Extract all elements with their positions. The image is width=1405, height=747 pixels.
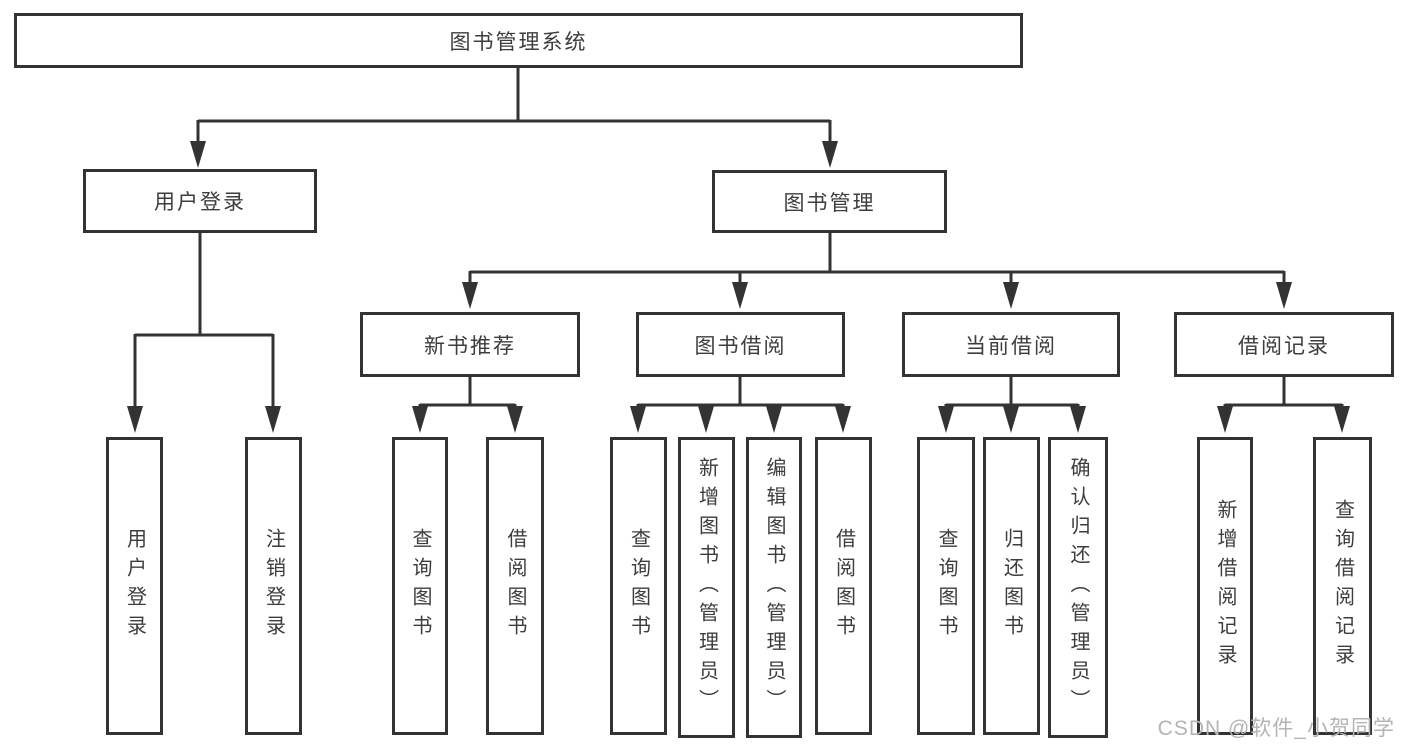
leaf-query-books-recommendation: 查询图书 (392, 437, 448, 735)
node-current-borrowing: 当前借阅 (902, 312, 1120, 377)
tree-edges (133, 68, 1344, 408)
leaf-query-books-borrowing: 查询图书 (610, 437, 667, 735)
arrowhead-icons (127, 141, 1350, 433)
leaf-confirm-return-admin: 确认归还（管理员） (1048, 437, 1108, 738)
leaf-add-books-admin: 新增图书（管理员） (678, 437, 735, 738)
leaf-borrow-books-borrowing: 借阅图书 (815, 437, 872, 735)
node-root: 图书管理系统 (14, 13, 1023, 68)
leaf-logout: 注销登录 (245, 437, 302, 735)
node-user-login: 用户登录 (83, 169, 317, 233)
node-borrowing-records: 借阅记录 (1174, 312, 1394, 377)
watermark: CSDN @软件_小贺同学 (1157, 717, 1395, 740)
leaf-edit-books-admin: 编辑图书（管理员） (746, 437, 802, 738)
leaf-query-books-current: 查询图书 (917, 437, 975, 735)
node-new-book-recommendation: 新书推荐 (360, 312, 580, 377)
node-book-borrowing: 图书借阅 (636, 312, 845, 377)
leaf-user-login: 用户登录 (106, 437, 163, 735)
leaf-add-borrow-record: 新增借阅记录 (1197, 437, 1253, 735)
leaf-return-books: 归还图书 (983, 437, 1040, 735)
node-book-management: 图书管理 (712, 170, 947, 233)
leaf-borrow-books-recommendation: 借阅图书 (486, 437, 544, 735)
leaf-query-borrow-record: 查询借阅记录 (1313, 437, 1372, 735)
